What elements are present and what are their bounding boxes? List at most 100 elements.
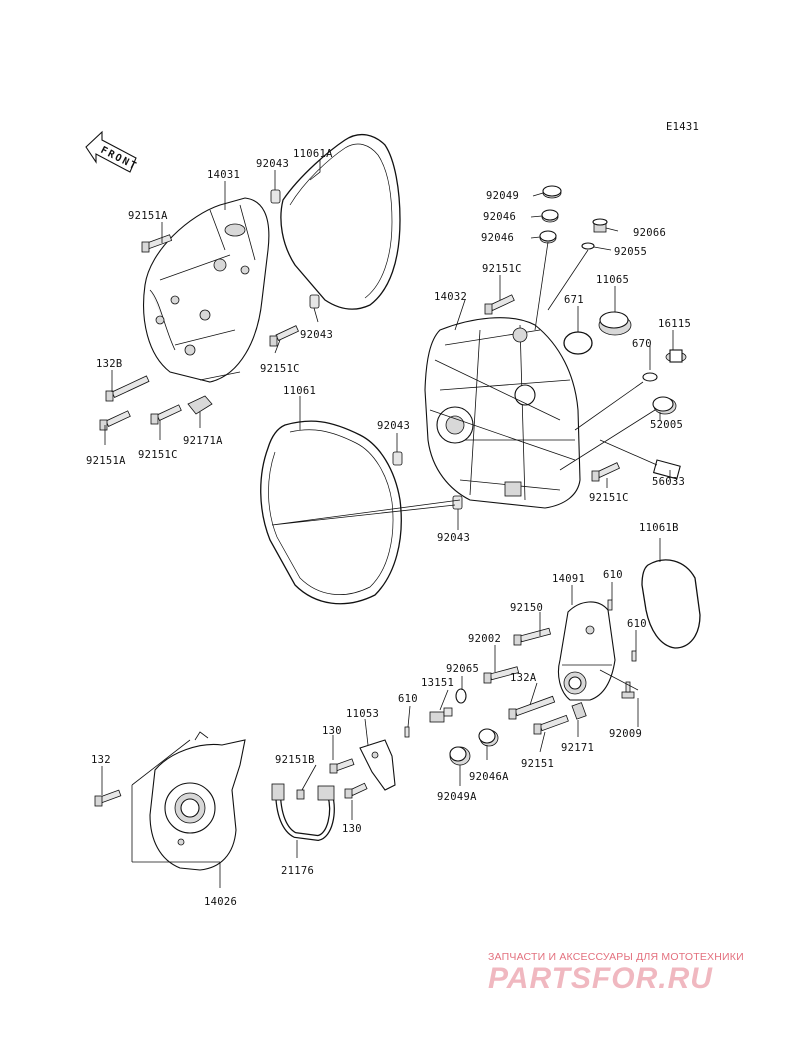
dowel-pin-92043-d[interactable] — [452, 495, 463, 510]
clutch-cover-part[interactable] — [424, 317, 581, 509]
label-92055[interactable]: 92055 — [614, 246, 647, 258]
label-92151C-b[interactable]: 92151C — [138, 449, 178, 461]
bolt-132[interactable] — [94, 789, 122, 807]
bolt-92151A-b[interactable] — [99, 410, 131, 431]
o-ring-671[interactable] — [563, 331, 593, 355]
label-14091[interactable]: 14091 — [552, 573, 585, 585]
hose-21176[interactable] — [271, 783, 335, 842]
label-11053[interactable]: 11053 — [346, 708, 379, 720]
label-13151[interactable]: 13151 — [421, 677, 454, 689]
o-ring-92055[interactable] — [581, 242, 595, 250]
label-92066[interactable]: 92066 — [633, 227, 666, 239]
gasket-11061[interactable] — [260, 420, 402, 605]
oil-seal-52005[interactable] — [652, 396, 677, 415]
generator-cover-part[interactable] — [143, 197, 270, 383]
label-92171A[interactable]: 92171A — [183, 435, 223, 447]
label-14032[interactable]: 14032 — [434, 291, 467, 303]
bolt-132A[interactable] — [508, 695, 556, 720]
plug-92066[interactable] — [592, 218, 608, 233]
label-92043-b[interactable]: 92043 — [300, 329, 333, 341]
pump-cover-part[interactable] — [557, 601, 616, 701]
label-132B[interactable]: 132B — [96, 358, 123, 370]
label-92151A-a[interactable]: 92151A — [128, 210, 168, 222]
bolt-92151C-c[interactable] — [484, 294, 515, 315]
label-671[interactable]: 671 — [564, 294, 584, 306]
label-92151C-d[interactable]: 92151C — [589, 492, 629, 504]
part-labels: 14031 92043 11061A 92151A 92043 92151C 1… — [86, 148, 691, 908]
label-56033[interactable] — [652, 459, 681, 480]
bolt-130-b[interactable] — [344, 782, 368, 799]
bolt-92151C-d[interactable] — [591, 462, 621, 482]
label-11061B[interactable]: 11061B — [639, 522, 679, 534]
label-92009[interactable]: 92009 — [609, 728, 642, 740]
label-92043-a[interactable]: 92043 — [256, 158, 289, 170]
o-ring-670[interactable] — [642, 372, 658, 382]
bearing-92046-a[interactable] — [541, 209, 559, 223]
label-56033[interactable]: 56033 — [652, 476, 685, 488]
pin-610-c[interactable] — [404, 726, 410, 738]
label-132[interactable]: 132 — [91, 754, 111, 766]
dowel-pin-92043-c[interactable] — [392, 451, 403, 466]
bolt-92150[interactable] — [513, 627, 552, 646]
bearing-92046A[interactable] — [478, 728, 499, 747]
label-11061[interactable]: 11061 — [283, 385, 316, 397]
drain-bolt-92009[interactable] — [621, 681, 635, 699]
pin-610-b[interactable] — [631, 650, 637, 662]
label-670[interactable]: 670 — [632, 338, 652, 350]
bolt-132B[interactable] — [105, 375, 150, 402]
bracket-11053[interactable] — [359, 739, 396, 791]
gasket-11061B[interactable] — [641, 559, 701, 649]
label-92151C-c[interactable]: 92151C — [482, 263, 522, 275]
sprocket-cover-14026[interactable] — [149, 731, 246, 871]
label-92043-d[interactable]: 92043 — [437, 532, 470, 544]
label-92171[interactable]: 92171 — [561, 742, 594, 754]
label-92150[interactable]: 92150 — [510, 602, 543, 614]
bolt-130-a[interactable] — [329, 758, 355, 774]
label-52005[interactable]: 52005 — [650, 419, 683, 431]
label-92046A[interactable]: 92046A — [469, 771, 509, 783]
bracket-92171A[interactable] — [187, 395, 213, 415]
filler-cap-16115[interactable] — [665, 349, 687, 363]
label-92065[interactable]: 92065 — [446, 663, 479, 675]
label-92049A[interactable]: 92049A — [437, 791, 477, 803]
label-132A[interactable]: 132A — [510, 672, 537, 684]
label-92049[interactable]: 92049 — [486, 190, 519, 202]
label-14031[interactable]: 14031 — [207, 169, 240, 181]
label-92151B[interactable]: 92151B — [275, 754, 315, 766]
bolt-92151[interactable] — [533, 714, 569, 735]
label-92046-a[interactable]: 92046 — [483, 211, 516, 223]
cap-11065[interactable] — [598, 311, 632, 336]
label-610-a[interactable]: 610 — [603, 569, 623, 581]
front-arrow-icon: FRONT — [85, 130, 139, 173]
label-92046-b[interactable]: 92046 — [481, 232, 514, 244]
label-11065[interactable]: 11065 — [596, 274, 629, 286]
label-16115[interactable]: 16115 — [658, 318, 691, 330]
label-130-a[interactable]: 130 — [322, 725, 342, 737]
bolt-92002[interactable] — [483, 666, 520, 684]
bolt-92151A-a[interactable] — [141, 234, 173, 253]
label-92043-c[interactable]: 92043 — [377, 420, 410, 432]
label-21176[interactable]: 21176 — [281, 865, 314, 877]
bolt-92151C-a[interactable] — [269, 325, 300, 347]
pin-610-a[interactable] — [607, 599, 613, 611]
bolt-92151B[interactable] — [296, 789, 305, 800]
label-610-b[interactable]: 610 — [627, 618, 647, 630]
label-11061A[interactable]: 11061A — [293, 148, 333, 160]
oil-seal-92049A[interactable] — [449, 746, 471, 766]
label-92151[interactable]: 92151 — [521, 758, 554, 770]
dowel-pin-92043-a[interactable] — [270, 189, 281, 204]
oil-seal-92049[interactable] — [542, 185, 562, 199]
label-14026[interactable]: 14026 — [204, 896, 237, 908]
label-610-c[interactable]: 610 — [398, 693, 418, 705]
dowel-pin-92043-b[interactable] — [309, 294, 320, 309]
thermostat-sensor-13151[interactable] — [429, 707, 453, 723]
bearing-92046-b[interactable] — [539, 230, 557, 244]
label-92151A-b[interactable]: 92151A — [86, 455, 126, 467]
gasket-11061A[interactable] — [280, 133, 401, 310]
bolt-92151C-b[interactable] — [150, 404, 182, 425]
washer-92065[interactable] — [455, 688, 467, 704]
label-130-b[interactable]: 130 — [342, 823, 362, 835]
label-92002[interactable]: 92002 — [468, 633, 501, 645]
collar-92171[interactable] — [571, 702, 587, 720]
label-92151C-a[interactable]: 92151C — [260, 363, 300, 375]
